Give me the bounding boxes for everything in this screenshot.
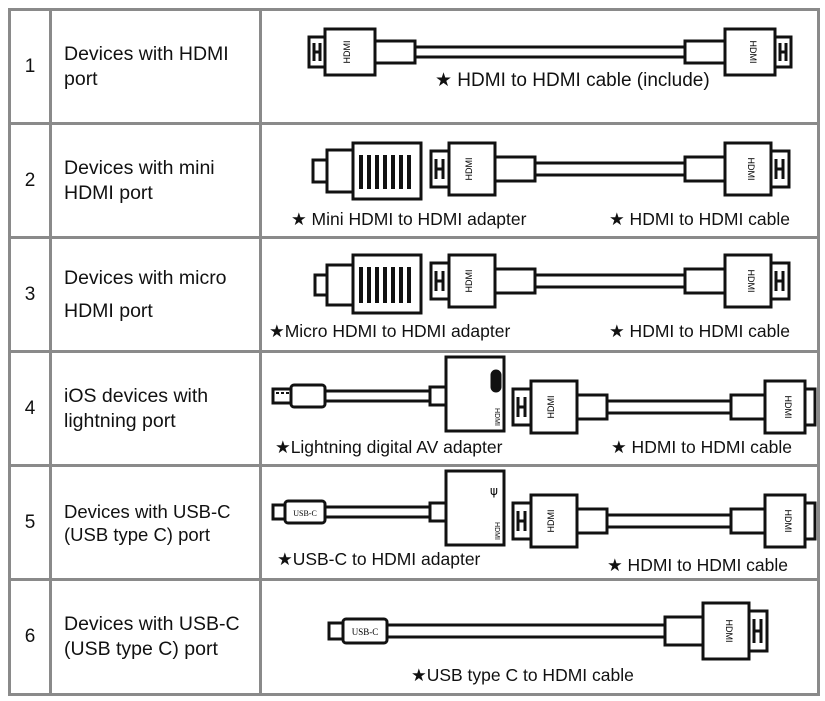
svg-text:HDMI: HDMI (748, 41, 758, 64)
usbc-adapter-diagram: USB-C ψ HDMI HDMI HDMI (271, 469, 817, 549)
svg-text:HDMI: HDMI (493, 522, 500, 540)
description-text: Devices with HDMI port (64, 42, 229, 90)
svg-text:HDMI: HDMI (342, 41, 352, 64)
row-description: Devices with micro HDMI port (52, 239, 262, 350)
table-row: 4 iOS devices with lightning port (11, 353, 817, 467)
row-description: Devices with HDMI port (52, 11, 262, 122)
description-text: Devices with USB-C (USB type C) port (64, 500, 231, 545)
usbc-plug-tip-icon (327, 621, 345, 641)
row-description: Devices with USB-C (USB type C) port (52, 581, 262, 693)
adapter-icon (351, 141, 423, 201)
cable-caption: ★ HDMI to HDMI cable (611, 437, 792, 457)
hdmi-plug-tip-icon (747, 609, 769, 653)
hdmi-plug-tip-icon (769, 149, 791, 189)
mini-hdmi-tip-icon (311, 158, 329, 184)
description-text: iOS devices with lightning port (64, 384, 209, 432)
usbc-plug-icon (283, 499, 327, 525)
description-text: Devices with USB-C (USB type C) port (64, 613, 240, 660)
svg-text:HDMI: HDMI (783, 510, 793, 533)
svg-text:HDMI: HDMI (464, 270, 474, 293)
description-text: Devices with micro HDMI port (64, 266, 227, 322)
svg-text:USB-C: USB-C (352, 627, 379, 637)
usbc-plug-icon (341, 617, 389, 645)
svg-text:HDMI: HDMI (746, 270, 756, 293)
svg-text:HDMI: HDMI (724, 620, 734, 643)
adapter-icon (351, 253, 423, 315)
cable-caption: ★ HDMI to HDMI cable (609, 321, 790, 341)
hdmi-plug-tip-icon (769, 261, 791, 301)
adapter-caption: ★ Mini HDMI to HDMI adapter (291, 209, 527, 229)
hdmi-plug-tip-icon (803, 387, 817, 427)
row-number: 3 (11, 239, 52, 350)
av-adapter-icon (444, 355, 506, 433)
row-number: 6 (11, 581, 52, 693)
row-number: 2 (11, 125, 52, 236)
lightning-plug-icon (271, 387, 293, 405)
svg-text:HDMI: HDMI (546, 510, 556, 533)
mini-hdmi-adapter-diagram: HDMI HDMI (311, 141, 791, 201)
cable-caption: ★USB type C to HDMI cable (411, 665, 634, 685)
row-number: 1 (11, 11, 52, 122)
description-text: Devices with mini HDMI port (64, 156, 215, 204)
cable-illustration: USB-C HDMI ★USB type C to HDMI cable (265, 581, 817, 693)
row-description: iOS devices with lightning port (52, 353, 262, 464)
cable-illustration: USB-C ψ HDMI HDMI HDMI ★USB-C to HDMI ad… (265, 467, 817, 578)
hdmi-cable-diagram: HDMI HDMI (307, 27, 793, 77)
svg-text:HDMI: HDMI (783, 396, 793, 419)
hdmi-plug-tip-icon (803, 501, 817, 541)
table-row: 6 Devices with USB-C (USB type C) port U… (11, 581, 817, 693)
svg-text:HDMI: HDMI (546, 396, 556, 419)
usbc-plug-tip-icon (271, 503, 287, 521)
table-row: 5 Devices with USB-C (USB type C) port (11, 467, 817, 581)
cable-illustration: HDMI HDMI ★Micro HDMI to HDMI adapter ★ … (265, 239, 817, 350)
connection-table: 1 Devices with HDMI port (8, 8, 820, 696)
svg-text:USB-C: USB-C (293, 509, 317, 518)
svg-text:HDMI: HDMI (493, 408, 500, 426)
table-row: 2 Devices with mini HDMI port (11, 125, 817, 239)
svg-text:HDMI: HDMI (746, 158, 756, 181)
cable-illustration: HDMI HDMI ★ Mini HDMI to HDMI adapter ★ … (265, 125, 817, 236)
adapter-caption: ★Lightning digital AV adapter (275, 437, 503, 457)
cable-caption: ★ HDMI to HDMI cable (609, 209, 790, 229)
row-number: 5 (11, 467, 52, 578)
adapter-caption: ★USB-C to HDMI adapter (277, 549, 481, 569)
usb-symbol-icon: ψ (490, 484, 498, 498)
row-description: Devices with USB-C (USB type C) port (52, 467, 262, 578)
adapter-caption: ★Micro HDMI to HDMI adapter (269, 321, 511, 341)
cable-illustration: HDMI HDMI ★ HDMI to HDMI cable (include) (265, 11, 817, 122)
micro-hdmi-adapter-diagram: HDMI HDMI (313, 253, 791, 315)
svg-text:HDMI: HDMI (464, 158, 474, 181)
usbc-adapter-icon (444, 469, 506, 547)
lightning-adapter-diagram: HDMI HDMI HDMI (271, 355, 817, 435)
table-row: 1 Devices with HDMI port (11, 11, 817, 125)
hdmi-plug-tip-icon (773, 35, 793, 69)
micro-hdmi-tip-icon (313, 273, 329, 297)
usbc-hdmi-cable-diagram: USB-C HDMI (327, 601, 769, 661)
cable-illustration: HDMI HDMI HDMI ★Lightning digital AV ada… (265, 353, 817, 464)
cable-caption: ★ HDMI to HDMI cable (607, 555, 788, 575)
row-number: 4 (11, 353, 52, 464)
cable-caption: ★ HDMI to HDMI cable (include) (435, 70, 710, 91)
table-row: 3 Devices with micro HDMI port (11, 239, 817, 353)
row-description: Devices with mini HDMI port (52, 125, 262, 236)
